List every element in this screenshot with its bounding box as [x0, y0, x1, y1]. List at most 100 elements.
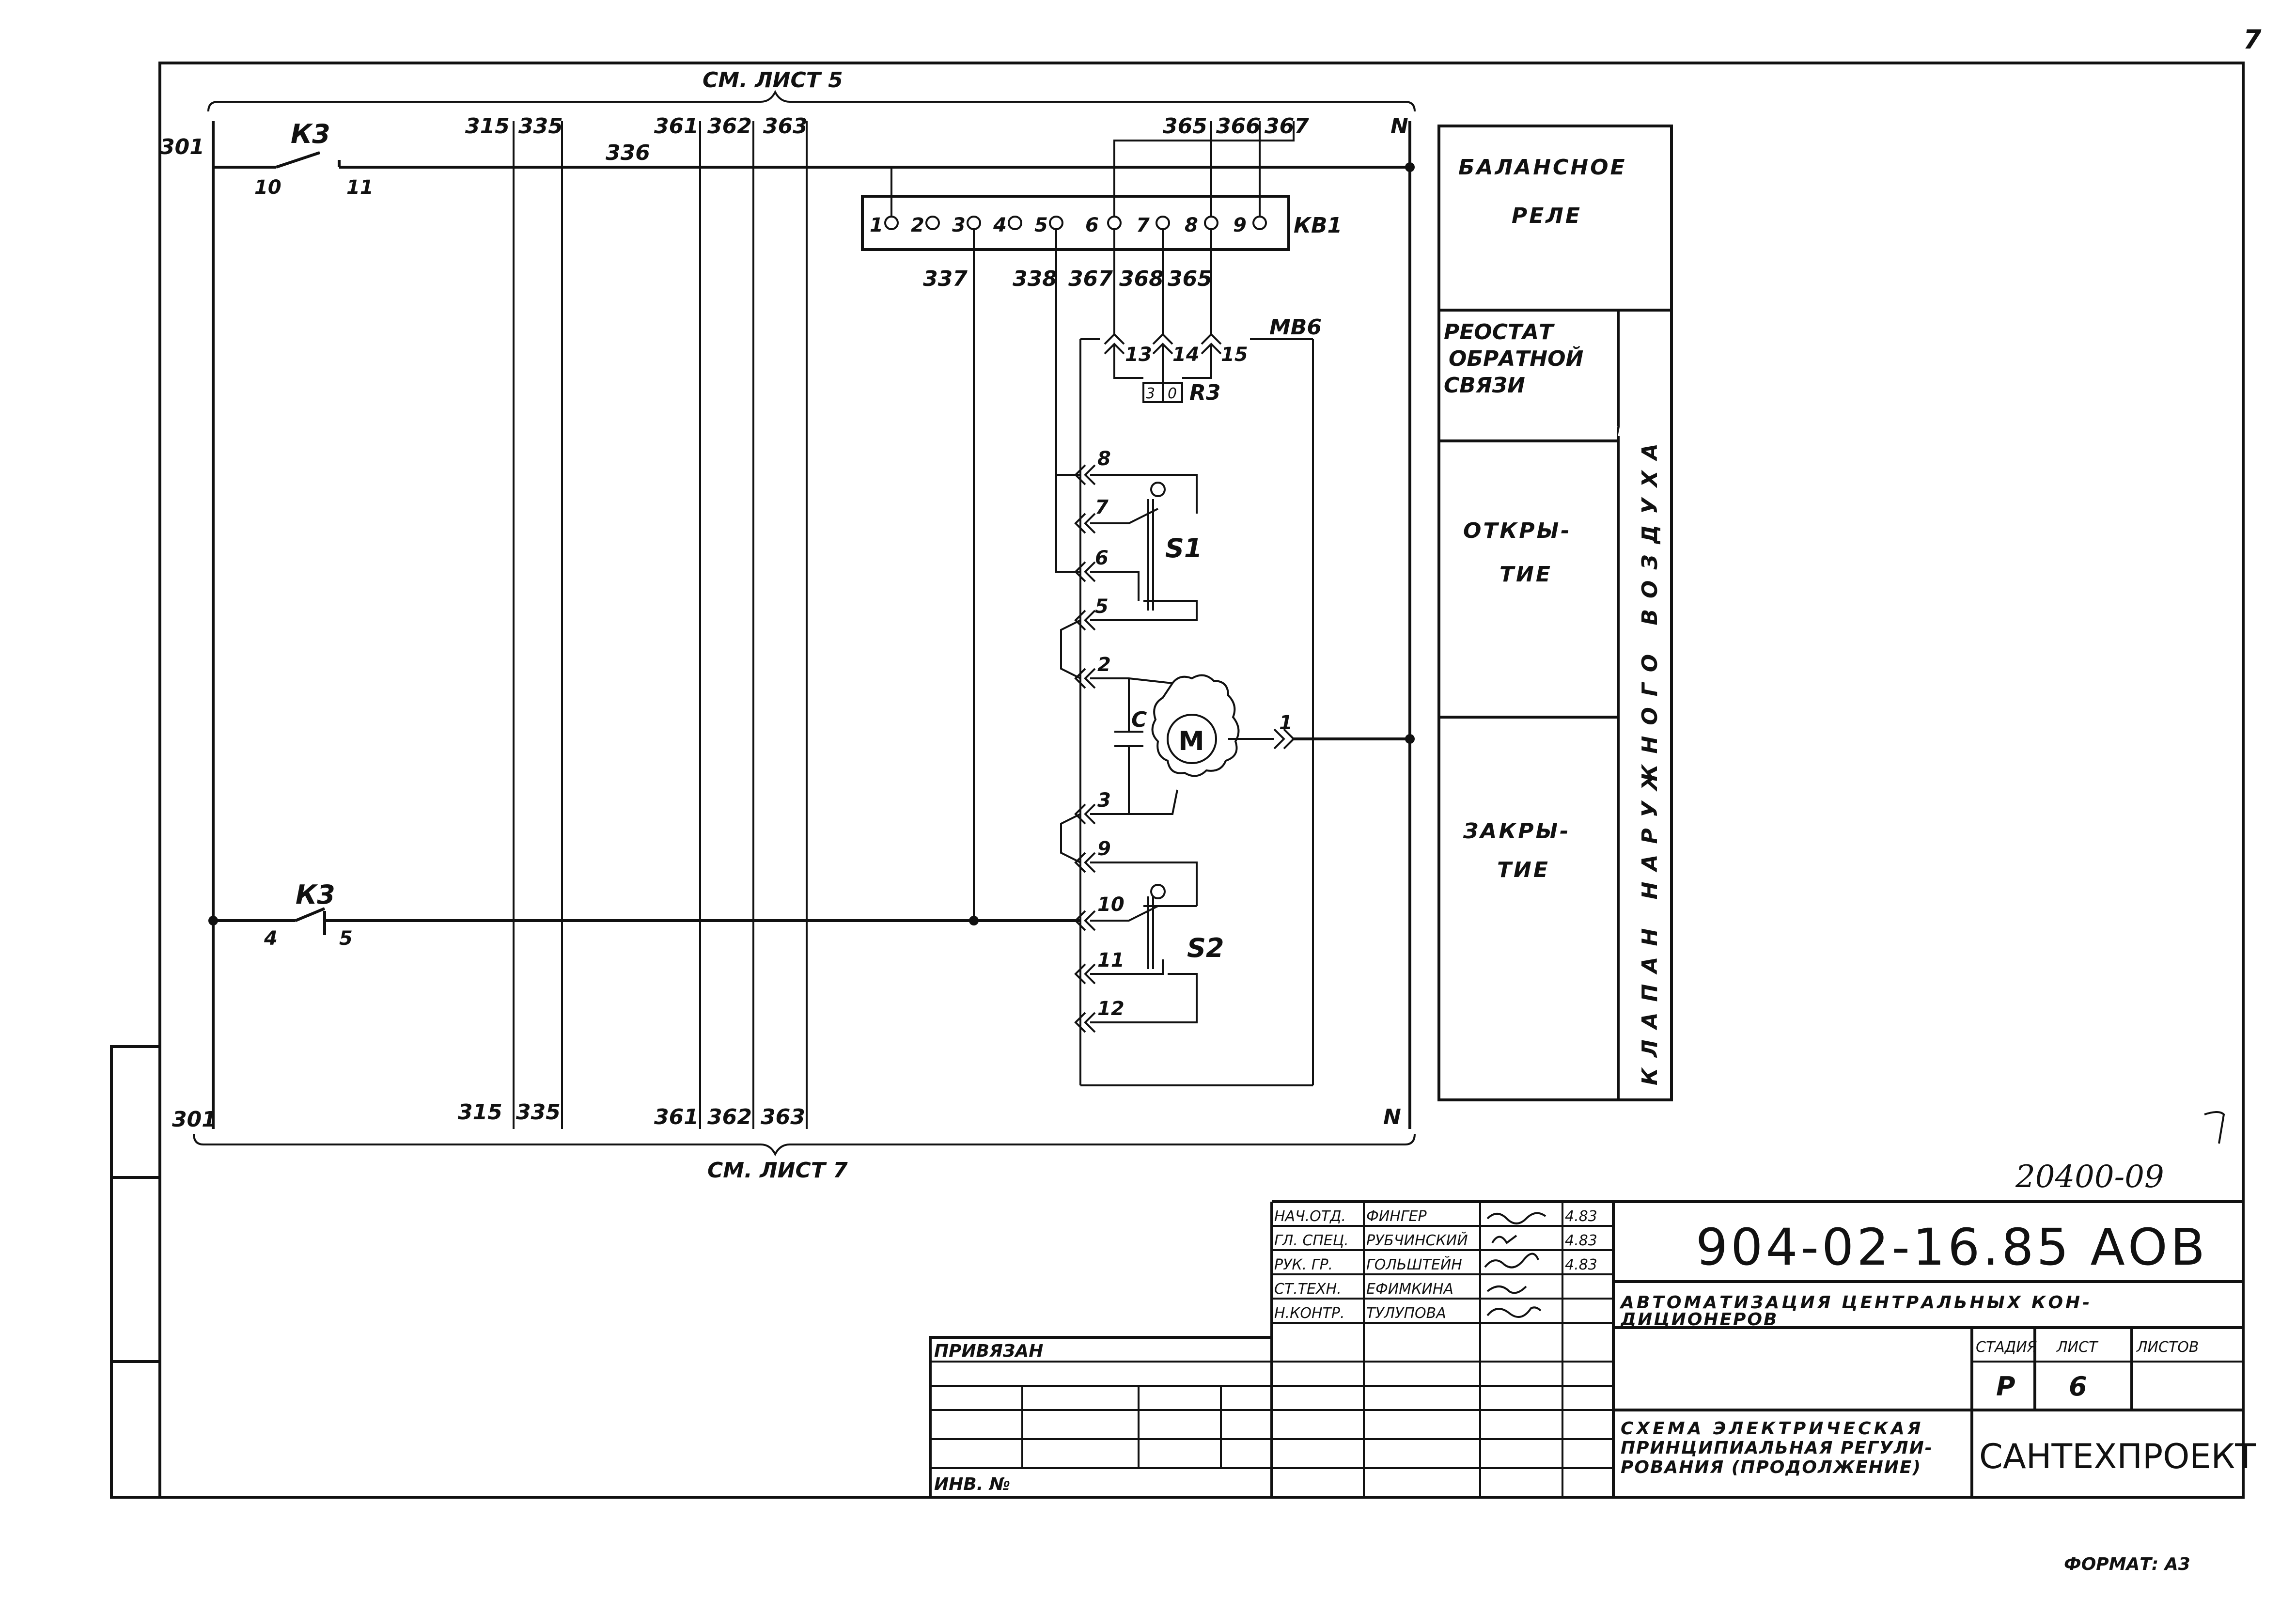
kb1-wire-337: 337 — [923, 266, 968, 291]
role-3: СТ.ТЕХН. — [1274, 1281, 1342, 1298]
pin-2: 2 — [1097, 654, 1111, 676]
bus-bottom-362: 362 — [707, 1105, 752, 1129]
kb1-label-4: 4 — [993, 214, 1007, 236]
contact-top-pin-a: 10 — [254, 176, 281, 199]
motor-circuit — [1060, 619, 1415, 906]
bus-top-362: 362 — [707, 114, 752, 139]
kb1-label-8: 8 — [1185, 214, 1198, 236]
designation: 904-02-16.85 АОВ — [1696, 1218, 2208, 1277]
kb1-terminal-1 — [884, 216, 899, 230]
role-2: РУК. ГР. — [1274, 1256, 1333, 1273]
kb1-wire-365: 365 — [1168, 266, 1212, 291]
name-3: ЕФИМКИНА — [1366, 1281, 1453, 1298]
kb1-terminal-7 — [1156, 216, 1170, 230]
kb1-terminal-4 — [1008, 216, 1022, 230]
bus-top-363: 363 — [763, 114, 808, 139]
pin-13: 13 — [1125, 344, 1152, 366]
kb1-wire-367: 367 — [1068, 266, 1113, 291]
kb1-name: КВ1 — [1294, 213, 1342, 238]
bus-lines — [212, 121, 1411, 1129]
reference-bottom: СМ. ЛИСТ 7 — [707, 1158, 848, 1183]
wire-336: 336 — [606, 141, 650, 165]
contact-top-pin-b: 11 — [346, 176, 374, 199]
side-close-2: ТИЕ — [1497, 858, 1550, 882]
s2-pin-12: 12 — [1097, 998, 1125, 1020]
kb1-terminal-5 — [1049, 216, 1063, 230]
kb1-terminal-6 — [1107, 216, 1122, 230]
side-balance-relay: БАЛАНСНОЕ РЕЛЕ — [1453, 282, 1590, 299]
inventory-mark: 20400-09 — [2015, 1159, 2164, 1195]
date-1: 4.83 — [1565, 1232, 1597, 1249]
kb1-terminal-9 — [1252, 216, 1267, 230]
contact-bottom-pin-b: 5 — [339, 927, 353, 950]
pin-9: 9 — [1097, 838, 1111, 860]
bus-bottom-363: 363 — [761, 1105, 805, 1129]
side-close-1: ЗАКРЫ- — [1463, 819, 1570, 844]
name-4: ТУЛУПОВА — [1366, 1305, 1446, 1322]
contact-bottom-pin-a: 4 — [264, 927, 278, 950]
bus-top-335: 335 — [518, 114, 563, 139]
reference-top: СМ. ЛИСТ 5 — [703, 68, 843, 93]
handwritten-tick — [2204, 1111, 2225, 1144]
top-reference-brace — [207, 90, 1416, 112]
limit-switch-s2 — [1074, 884, 1198, 1033]
kb1-label-2: 2 — [911, 214, 924, 236]
bus-top-366: 366 — [1216, 114, 1261, 139]
motor-m-symbol — [1167, 714, 1217, 764]
sheets-header: ЛИСТОВ — [2136, 1339, 2199, 1356]
signatures — [1484, 1212, 1546, 1318]
doc-title-2: ПРИНЦИПИАЛЬНАЯ РЕГУЛИ- — [1621, 1438, 1933, 1458]
contact-top-name: К3 — [291, 119, 330, 149]
date-0: 4.83 — [1565, 1208, 1597, 1225]
bottom-rung-wire — [208, 907, 1080, 935]
side-balance-relay-2: РЕЛЕ — [1512, 204, 1582, 228]
kb1-label-5: 5 — [1034, 214, 1048, 236]
name-1: РУБЧИНСКИЙ — [1366, 1232, 1468, 1249]
motor-label: М — [1178, 726, 1204, 756]
kb1-label-1: 1 — [870, 214, 883, 236]
name-2: ГОЛЬШТЕЙН — [1366, 1256, 1462, 1273]
role-0: НАЧ.ОТД. — [1274, 1208, 1346, 1225]
bound-label: ПРИВЯЗАН — [934, 1341, 1043, 1361]
kb1-terminal-3 — [967, 216, 981, 230]
bus-bottom-335: 335 — [516, 1100, 561, 1125]
sheet-number: 7 — [2243, 24, 2262, 55]
doc-title-3: РОВАНИЯ (ПРОДОЛЖЕНИЕ) — [1621, 1457, 1921, 1477]
r3-name: R3 — [1189, 380, 1221, 405]
kb1-terminal-2 — [925, 216, 940, 230]
kb1-label-7: 7 — [1136, 214, 1150, 236]
kb1-terminal-8 — [1204, 216, 1218, 230]
plug-pins-top — [1104, 333, 1222, 383]
capacitor-label: С — [1131, 707, 1147, 732]
side-balance-relay-1: БАЛАНСНОЕ — [1458, 155, 1627, 180]
bus-bottom-315: 315 — [458, 1100, 502, 1125]
organization: САНТЕХПРОЕКТ — [1979, 1437, 2256, 1476]
doc-title-1: СХЕМА ЭЛЕКТРИЧЕСКАЯ — [1621, 1419, 1924, 1439]
side-feedback-rheostat: РЕОСТАТ ОБРАТНОЙ СВЯЗИ — [1449, 423, 1658, 440]
r3-mark-right: 0 — [1168, 385, 1177, 402]
kb1-label-9: 9 — [1233, 214, 1247, 236]
pin-15: 15 — [1221, 344, 1248, 366]
pin-14: 14 — [1172, 344, 1200, 366]
bus-top-n: N — [1390, 114, 1408, 139]
bus-bottom-301: 301 — [172, 1107, 217, 1132]
kb1-wire-368: 368 — [1119, 266, 1164, 291]
inv-no-label: ИНВ. № — [934, 1474, 1010, 1494]
bus-bottom-361: 361 — [654, 1105, 699, 1129]
side-open: ОТКРЫ- ТИЕ — [1449, 699, 1539, 716]
terminal-block-kb1 — [861, 195, 1290, 251]
s2-name: S2 — [1187, 933, 1224, 963]
pin-3: 3 — [1097, 789, 1111, 812]
feedback-resistor-r3 — [1142, 382, 1183, 403]
bus-top-367: 367 — [1265, 114, 1309, 139]
name-0: ФИНГЕР — [1366, 1208, 1427, 1225]
top-rung-wire — [213, 151, 1415, 172]
bus-bottom-n: N — [1383, 1105, 1401, 1129]
sheet-header: ЛИСТ — [2056, 1339, 2099, 1356]
kb1-label-6: 6 — [1085, 214, 1099, 236]
bus-top-361: 361 — [654, 114, 699, 139]
mb6-name: МВ6 — [1269, 315, 1322, 340]
side-table — [1437, 125, 1673, 1101]
s1-name: S1 — [1165, 533, 1202, 564]
s2-pin-11: 11 — [1097, 949, 1125, 972]
